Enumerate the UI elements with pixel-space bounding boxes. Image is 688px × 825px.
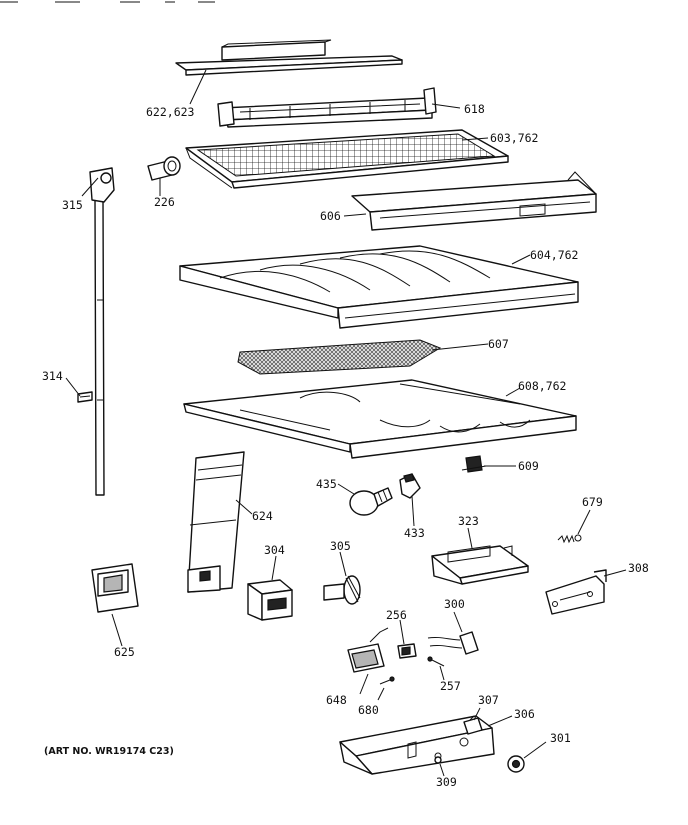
hinge-rod-part xyxy=(89,167,115,496)
cap-nut-part xyxy=(507,755,525,773)
switch-part xyxy=(397,643,417,659)
callout-679: 679 xyxy=(582,495,603,509)
callout-256: 256 xyxy=(386,608,407,622)
callout-648: 648 xyxy=(326,693,347,707)
clamp-part xyxy=(463,715,483,735)
lamp-bulb-part xyxy=(349,487,393,516)
callout-608-762: 608,762 xyxy=(518,379,566,393)
defrost-timer-part xyxy=(347,627,389,673)
callout-257: 257 xyxy=(440,679,461,693)
callout-301: 301 xyxy=(550,731,571,745)
cover-plate-part xyxy=(175,39,403,76)
callout-315: 315 xyxy=(62,198,83,212)
small-screw-part xyxy=(379,676,395,685)
callout-307: 307 xyxy=(478,693,499,707)
leader-lines xyxy=(65,69,627,777)
callout-323: 323 xyxy=(458,514,479,528)
callout-624: 624 xyxy=(252,509,273,523)
callout-433: 433 xyxy=(404,526,425,540)
callout-306: 306 xyxy=(514,707,535,721)
pin-part xyxy=(427,656,445,667)
callout-435: 435 xyxy=(316,477,337,491)
callout-609: 609 xyxy=(518,459,539,473)
thermostat-bracket-part xyxy=(431,545,529,585)
mounting-screw-part xyxy=(434,756,442,764)
control-panel-part xyxy=(187,451,245,593)
callout-309: 309 xyxy=(436,775,457,789)
callout-680: 680 xyxy=(358,703,379,717)
callout-226: 226 xyxy=(154,195,175,209)
callout-622-623: 622,623 xyxy=(146,105,195,119)
wire-shelf-part xyxy=(185,129,509,189)
callout-618: 618 xyxy=(464,102,485,116)
shelf-pan-part xyxy=(179,245,579,329)
callout-625: 625 xyxy=(114,645,135,659)
callout-604-762: 604,762 xyxy=(530,248,578,262)
bushing-part xyxy=(147,156,181,181)
light-shield-part xyxy=(91,563,139,613)
callout-607: 607 xyxy=(488,337,509,351)
bottom-pan-part xyxy=(183,379,577,459)
clip-part xyxy=(461,455,487,473)
spring-part xyxy=(557,534,582,544)
callout-305: 305 xyxy=(330,539,351,553)
callout-606: 606 xyxy=(320,209,341,223)
callout-314: 314 xyxy=(42,369,63,383)
callout-304: 304 xyxy=(264,543,285,557)
art-number-label: (ART NO. WR19174 C23) xyxy=(44,746,174,757)
control-housing-part xyxy=(339,715,495,775)
crisper-cover-frame-part xyxy=(351,171,597,231)
control-knob-part xyxy=(323,575,361,605)
callout-labels: 622,623 618 603,762 315 226 606 604,762 … xyxy=(42,102,649,789)
filter-mesh-part xyxy=(237,339,442,375)
callout-603-762: 603,762 xyxy=(490,131,538,145)
lamp-socket-part xyxy=(399,473,421,499)
screw-part xyxy=(77,391,93,403)
relay-block-part xyxy=(247,579,293,621)
shelf-frame-bracket-part xyxy=(217,87,437,128)
callout-300: 300 xyxy=(444,597,465,611)
electrical-bracket-part xyxy=(545,569,607,615)
capacitor-part xyxy=(427,631,479,655)
callout-308: 308 xyxy=(628,561,649,575)
